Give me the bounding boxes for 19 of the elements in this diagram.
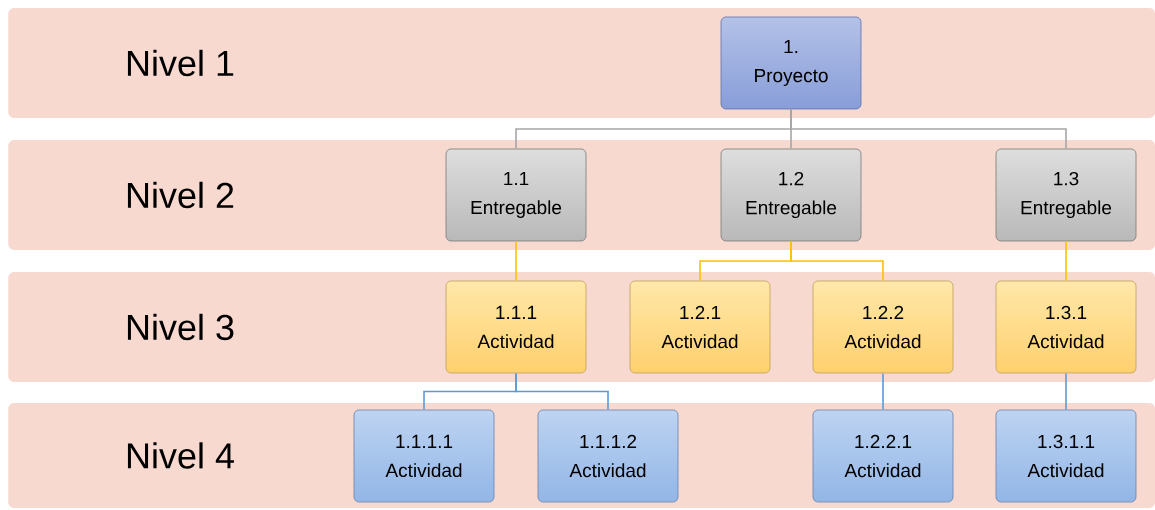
wbs-box: 1.2.1 Actividad	[629, 280, 771, 374]
wbs-box: 1.3.1.1 Actividad	[995, 409, 1137, 503]
wbs-box: 1.1 Entregable	[445, 148, 587, 242]
wbs-box: 1.1.1 Actividad	[445, 280, 587, 374]
wbs-box: 1.2.2.1 Actividad	[812, 409, 954, 503]
wbs-box: 1. Proyecto	[720, 16, 862, 110]
wbs-box: 1.1.1.2 Actividad	[537, 409, 679, 503]
wbs-box: 1.2 Entregable	[720, 148, 862, 242]
wbs-box: 1.3.1 Actividad	[995, 280, 1137, 374]
connector-line	[1065, 372, 1067, 411]
wbs-box: 1.3 Entregable	[995, 148, 1137, 242]
wbs-box: 1.2.2 Actividad	[812, 280, 954, 374]
connector-line	[1065, 240, 1067, 282]
connector-line	[790, 240, 884, 282]
connector-line	[790, 108, 1067, 150]
connector-line	[515, 372, 609, 411]
wbs-box: 1.1.1.1 Actividad	[353, 409, 495, 503]
connector-line	[515, 240, 517, 282]
connector-line	[882, 372, 884, 411]
